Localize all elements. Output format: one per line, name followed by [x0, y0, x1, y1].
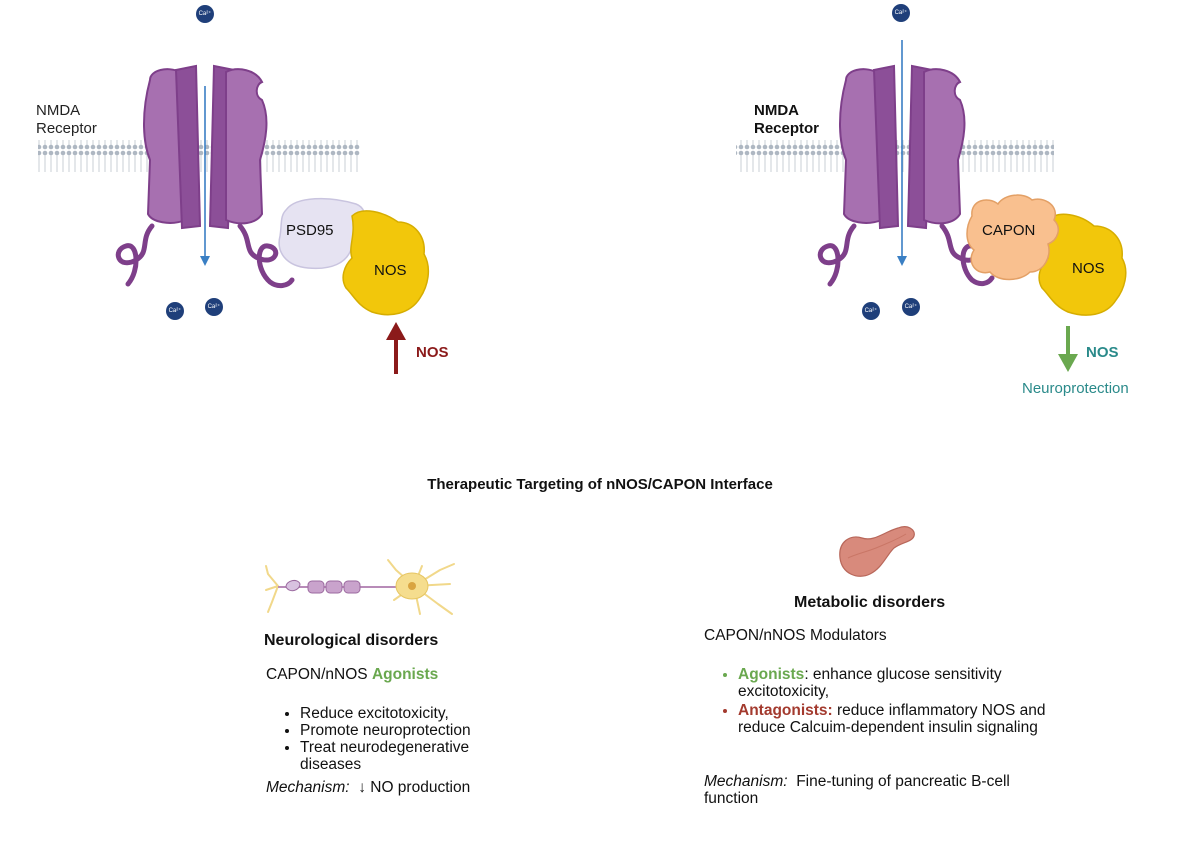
left-nos-label: NOS — [374, 262, 407, 279]
metabolic-agonists-text: : enhance glucose sensitivity excitotoxi… — [738, 666, 1002, 700]
left-psd95-shape — [278, 197, 367, 270]
neurological-mechanism-text: ↓ NO production — [358, 779, 471, 796]
neurological-mechanism: Mechanism: ↓ NO production — [266, 779, 470, 796]
left-calcium-ion-top: Ca²⁺ — [196, 5, 214, 23]
right-nos-label: NOS — [1072, 260, 1105, 277]
right-receptor-label: NMDA Receptor — [754, 102, 820, 137]
left-calcium-ion-2: Ca²⁺ — [205, 298, 223, 316]
metabolic-antagonists-text: reduce inflammatory NOS and reduce Calcu… — [738, 702, 1046, 736]
neuroprotection-label: Neuroprotection — [1022, 380, 1129, 397]
left-calcium-ion-1: Ca²⁺ — [166, 302, 184, 320]
neurological-subtitle-agonists: Agonists — [371, 666, 439, 683]
signaling-diagram — [38, 40, 1127, 374]
neurological-subtitle-prefix: CAPON/nNOS — [266, 666, 368, 683]
metabolic-mechanism: Mechanism: Fine-tuning of pancreatic B-c… — [704, 773, 1064, 807]
neuron-icon — [265, 559, 455, 615]
neurological-mechanism-label: Mechanism: — [266, 779, 350, 796]
metabolic-bullet-list: Agonists: enhance glucose sensitivity ex… — [704, 666, 1064, 736]
left-nmda-receptor — [115, 64, 295, 289]
left-nos-shape — [342, 210, 430, 316]
left-receptor-label: NMDA Receptor — [36, 102, 97, 137]
neurological-subtitle: CAPON/nNOS Agonists — [266, 666, 438, 683]
metabolic-agonists-label: Agonists — [738, 666, 805, 683]
metabolic-mechanism-label: Mechanism: — [704, 773, 788, 790]
right-nos-decrease-arrow — [1058, 326, 1078, 372]
neurological-bullet: Treat neurodegenerative diseases — [300, 739, 500, 773]
left-psd95-label: PSD95 — [286, 222, 334, 239]
metabolic-heading: Metabolic disorders — [794, 594, 946, 611]
right-calcium-ion-1: Ca²⁺ — [862, 302, 880, 320]
left-nos-change-label: NOS — [416, 344, 449, 361]
metabolic-mechanism-text: Fine-tuning of pancreatic B-cell functio… — [704, 773, 1010, 807]
right-nos-change-label: NOS — [1086, 344, 1119, 361]
metabolic-antagonists-label: Antagonists: — [738, 702, 833, 719]
metabolic-antagonists-bullet: Antagonists: reduce inflammatory NOS and… — [738, 702, 1064, 736]
neurological-heading: Neurological disorders — [264, 632, 439, 649]
metabolic-agonists-bullet: Agonists: enhance glucose sensitivity ex… — [738, 666, 1064, 700]
right-calcium-ion-2: Ca²⁺ — [902, 298, 920, 316]
right-capon-shape — [966, 194, 1059, 281]
right-capon-label: CAPON — [982, 222, 1036, 239]
section-title: Therapeutic Targeting of nNOS/CAPON Inte… — [427, 476, 773, 493]
right-nmda-receptor — [817, 40, 995, 287]
neurological-bullet: Promote neuroprotection — [300, 722, 524, 739]
neurological-bullet: Reduce excitotoxicity, — [300, 705, 524, 722]
right-calcium-ion-top: Ca²⁺ — [892, 4, 910, 22]
metabolic-subtitle: CAPON/nNOS Modulators — [704, 627, 887, 644]
neurological-bullet-list: Reduce excitotoxicity, Promote neuroprot… — [264, 705, 524, 773]
pancreas-icon — [839, 526, 915, 577]
left-nos-increase-arrow — [386, 322, 406, 374]
